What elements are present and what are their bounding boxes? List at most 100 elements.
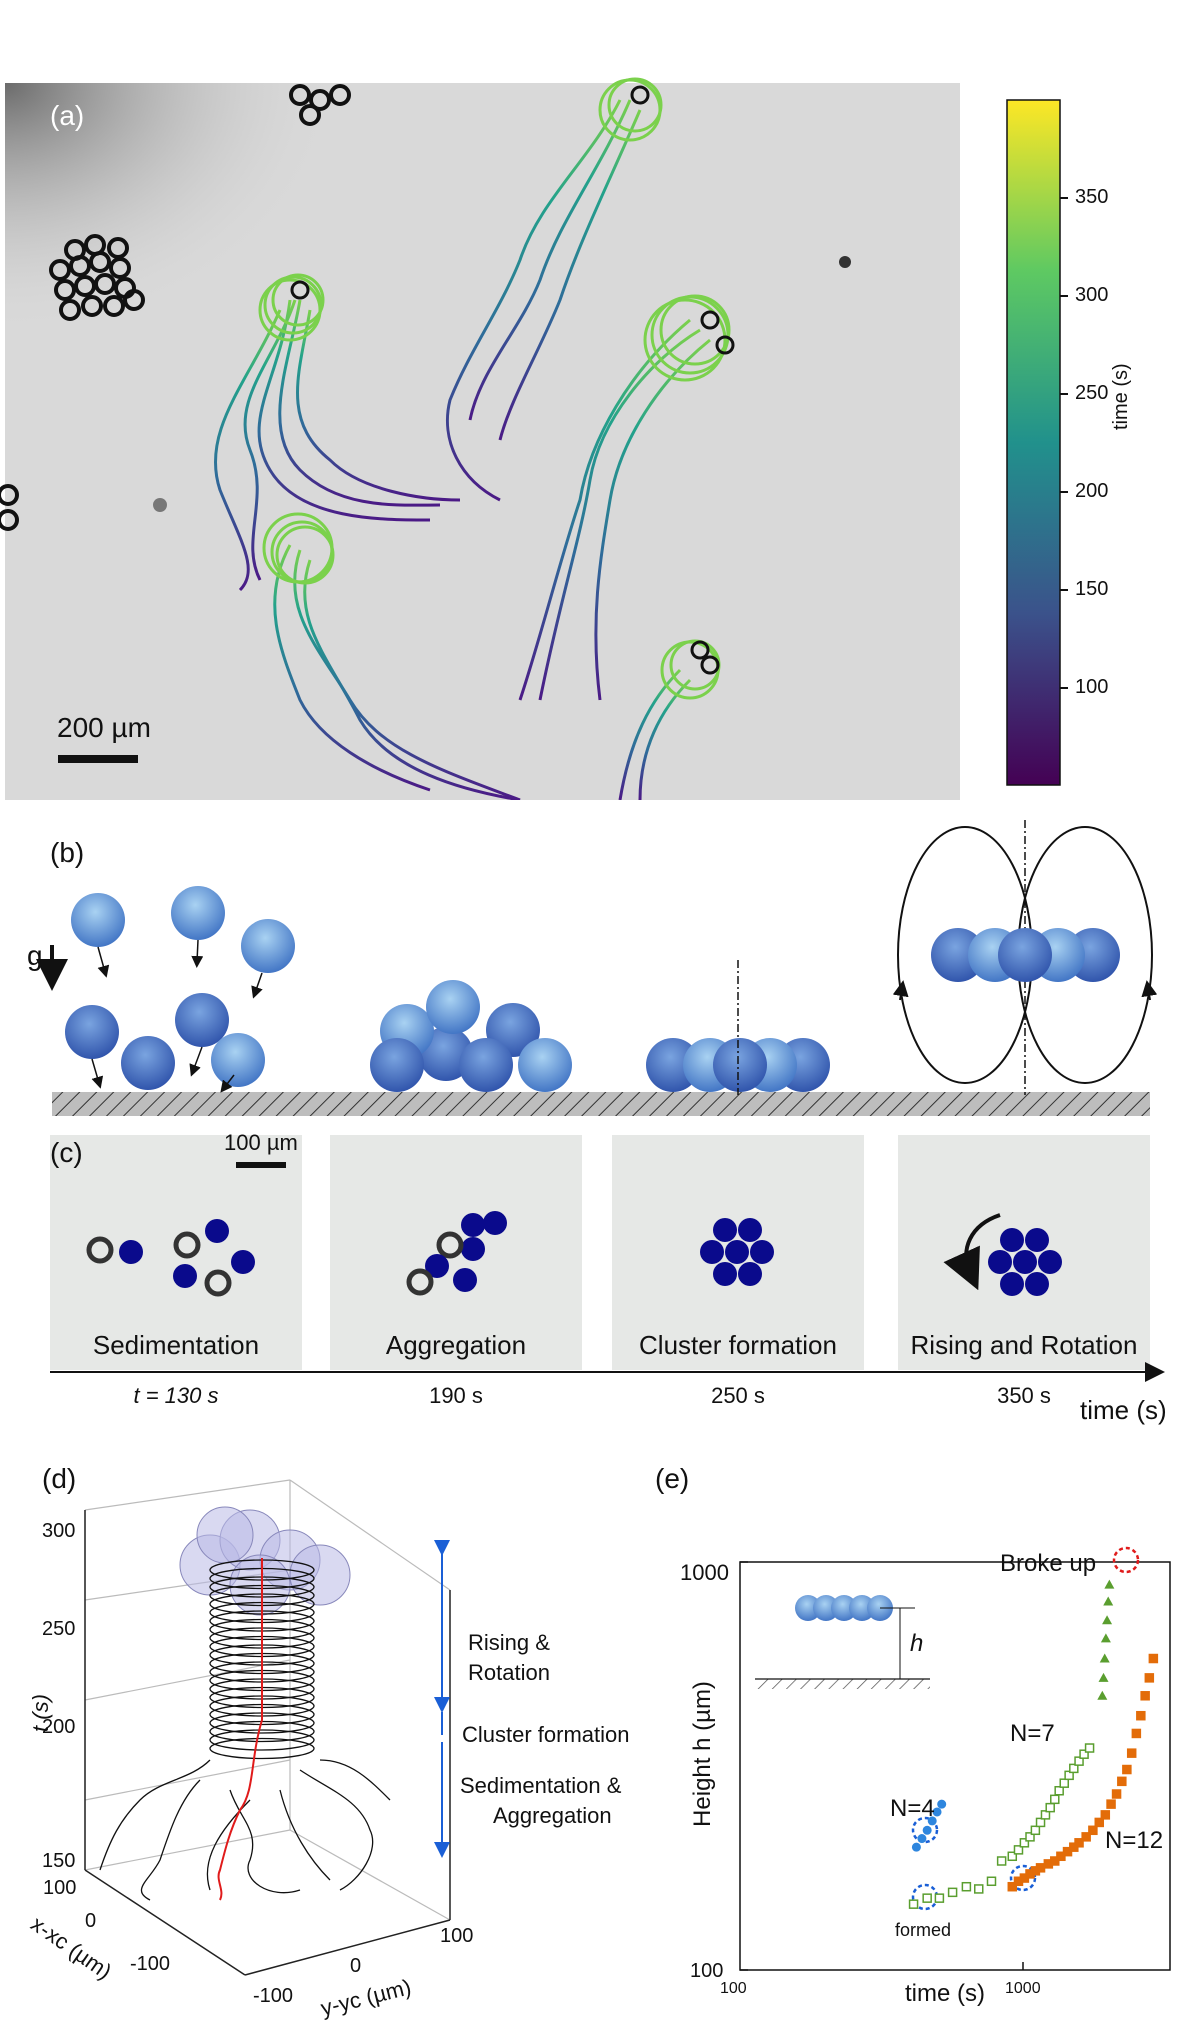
data-point (1007, 1851, 1018, 1862)
x-tick: 1000 (1005, 1980, 1041, 1997)
data-point (922, 1893, 932, 1903)
annotation-formed: formed (895, 1920, 952, 1940)
data-point (961, 1881, 972, 1892)
panel-c-label: (c) (50, 1137, 83, 1168)
panel-c-scale-label: 100 µm (224, 1130, 298, 1155)
data-point (986, 1876, 997, 1887)
data-point (1069, 1763, 1079, 1774)
data-point (1102, 1615, 1113, 1625)
data-point (1054, 1786, 1064, 1796)
panel-b-diagram (36, 820, 1158, 1116)
stage-label: Cluster formation (639, 1330, 837, 1360)
data-point (1100, 1633, 1111, 1643)
data-point (1079, 1749, 1089, 1759)
data-point (1007, 1881, 1018, 1892)
data-point (1074, 1756, 1084, 1766)
data-point (1045, 1802, 1055, 1813)
data-point (1074, 1838, 1084, 1848)
helix-loop (209, 1737, 315, 1760)
phase-label: Cluster formation (462, 1722, 630, 1747)
phase-label: Sedimentation & (460, 1773, 622, 1798)
data-point (1111, 1789, 1122, 1799)
data-point (1098, 1672, 1109, 1682)
colorbar-tick: 300 (1075, 284, 1109, 306)
data-point (1148, 1653, 1159, 1664)
data-point (1035, 1863, 1046, 1873)
y-tick: 1000 (680, 1560, 729, 1585)
y-tick: 100 (440, 1925, 474, 1947)
stage-label: Sedimentation (92, 1330, 260, 1360)
data-point (1084, 1743, 1095, 1753)
data-point (1117, 1776, 1127, 1787)
data-point (1103, 1596, 1114, 1606)
phase-label: Rotation (468, 1660, 550, 1685)
y-tick: -100 (253, 1985, 294, 2007)
x-axis-label: time (s) (905, 1980, 985, 2007)
colorbar-tick: 100 (1075, 676, 1109, 698)
colorbar-tick: 350 (1075, 186, 1109, 208)
x-tick: 100 (43, 1877, 77, 1899)
data-point (1030, 1825, 1041, 1836)
data-point (1131, 1728, 1142, 1739)
data-point (1097, 1690, 1108, 1700)
y-tick: 100 (690, 1960, 724, 1982)
phase-label: Rising & (468, 1630, 550, 1655)
gravity-label: g (27, 940, 43, 971)
panel-e-label: (e) (655, 1463, 690, 1494)
colorbar-tick: 200 (1075, 480, 1109, 502)
colorbar-tick: 250 (1075, 382, 1109, 404)
data-point (1013, 1845, 1024, 1855)
t-tick: 250 (42, 1618, 76, 1640)
data-point (1106, 1799, 1116, 1809)
panel-b-label: (b) (50, 837, 85, 868)
data-point (1035, 1817, 1046, 1828)
annotation-broke-up: Broke up (1000, 1550, 1097, 1577)
data-point (1059, 1778, 1070, 1788)
data-point (922, 1825, 932, 1835)
data-point (1140, 1691, 1150, 1701)
data-point (1099, 1653, 1110, 1663)
data-point (1104, 1579, 1115, 1589)
time-axis-label: time (s) (1080, 1395, 1167, 1425)
data-point (1094, 1817, 1105, 1828)
annotation-n7: N=7 (1010, 1720, 1055, 1747)
panel-d-label: (d) (42, 1463, 77, 1494)
data-point (908, 1899, 919, 1909)
data-point (1122, 1764, 1132, 1775)
time-label: 250 s (711, 1383, 765, 1408)
panel-a-label: (a) (50, 100, 85, 131)
data-point (1025, 1832, 1035, 1842)
h-label: h (910, 1630, 924, 1657)
annotation-n4: N=4 (890, 1795, 935, 1822)
data-point (917, 1834, 927, 1844)
data-point (911, 1842, 921, 1852)
t-tick: 150 (42, 1850, 76, 1872)
data-point (1144, 1673, 1155, 1683)
colorbar-tick: 150 (1075, 578, 1109, 600)
x-tick: 100 (720, 1980, 747, 1997)
stage-label: Rising and Rotation (910, 1330, 1138, 1360)
data-point (947, 1887, 958, 1898)
data-point (1019, 1838, 1030, 1848)
x-tick: -100 (130, 1953, 171, 1975)
time-label: 190 s (429, 1383, 483, 1408)
stage-label: Aggregation (385, 1330, 527, 1360)
data-point (932, 1807, 942, 1817)
data-point (1081, 1832, 1091, 1842)
annotation-n12: N=12 (1105, 1827, 1164, 1854)
t-tick: 200 (42, 1716, 76, 1738)
t-tick: 300 (42, 1520, 76, 1542)
time-label: 350 s (997, 1383, 1051, 1408)
scale-bar-label: 200 µm (57, 712, 151, 743)
panel-a-image (0, 77, 1068, 800)
data-point (927, 1816, 937, 1826)
data-point (1126, 1748, 1137, 1758)
time-label: t = 130 s (133, 1383, 219, 1408)
data-point (937, 1799, 947, 1809)
data-point (996, 1856, 1007, 1866)
y-tick: 0 (350, 1955, 362, 1977)
data-point (1136, 1710, 1146, 1721)
data-point (1088, 1825, 1098, 1836)
